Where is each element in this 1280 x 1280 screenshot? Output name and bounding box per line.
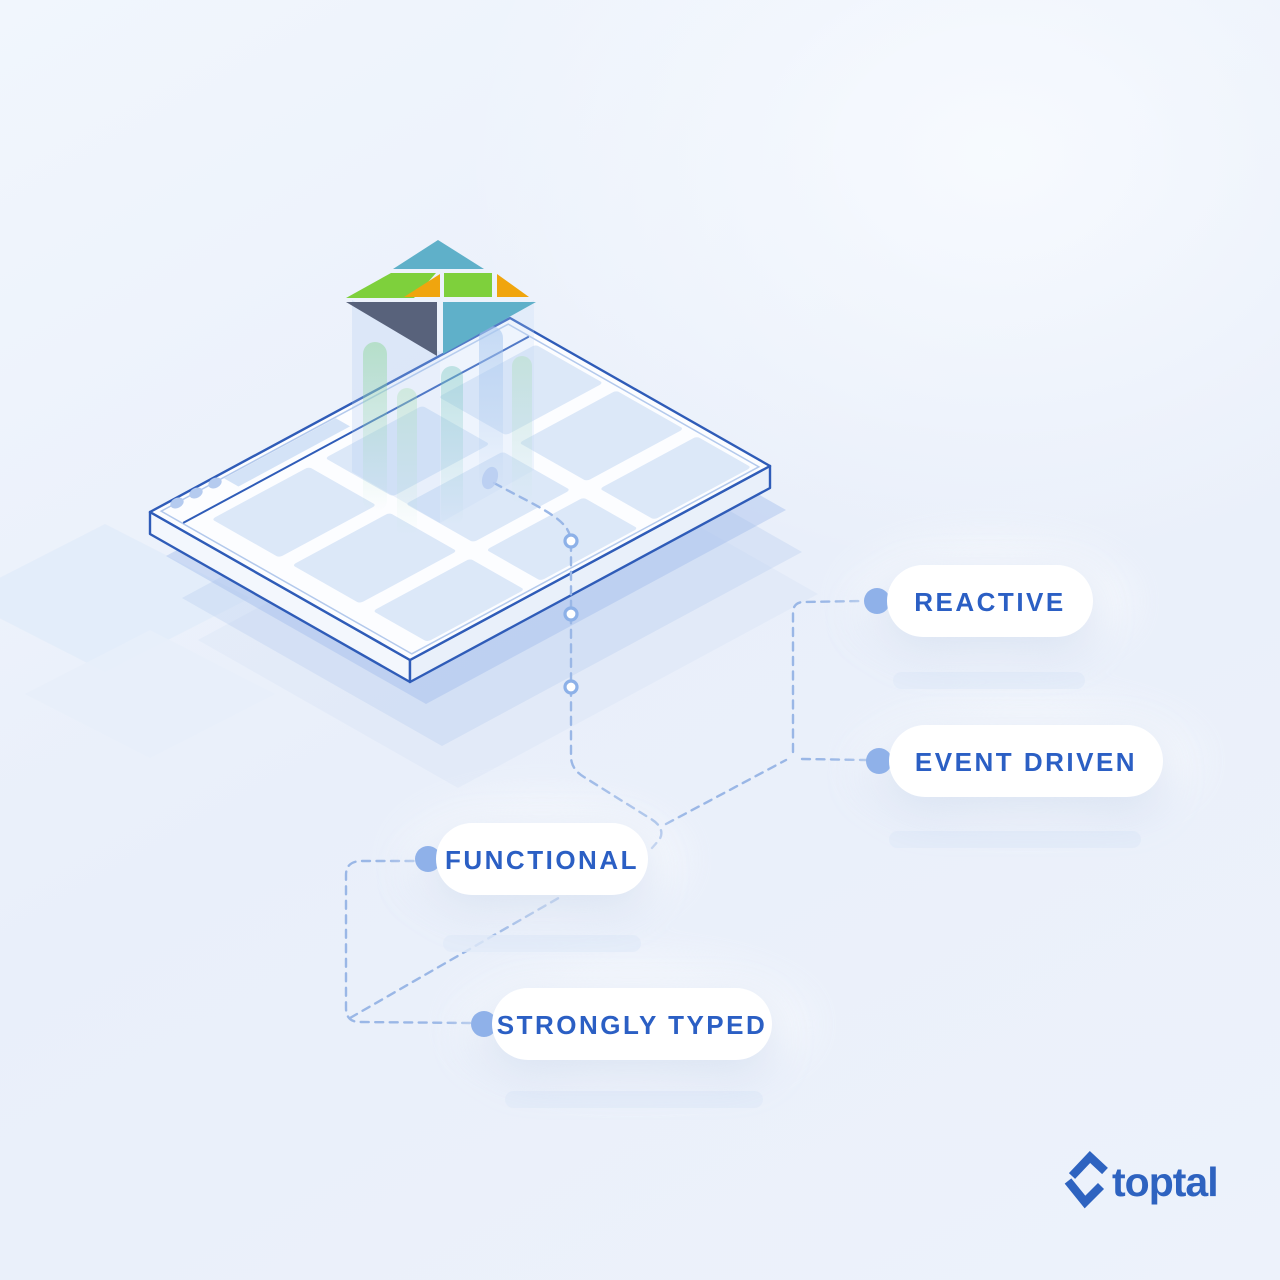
- toptal-logo: toptal: [1064, 1151, 1219, 1209]
- badge-functional: FUNCTIONAL: [415, 823, 648, 895]
- echo-band: [893, 672, 1085, 689]
- badge-label: REACTIVE: [914, 587, 1065, 617]
- grid-tile: [293, 513, 456, 603]
- elm-logo: [346, 240, 536, 356]
- connector-origin-dot: [481, 466, 499, 490]
- echo-bands: [443, 672, 1141, 1108]
- elm-piece-bottom-right-triangle: [443, 302, 536, 354]
- badge-strongly-typed: STRONGLY TYPED: [471, 988, 772, 1060]
- grid-tile: [213, 467, 375, 557]
- badge-event-driven: EVENT DRIVEN: [866, 725, 1163, 797]
- ring-node-icon: [563, 679, 579, 695]
- glow-bar: [363, 342, 387, 512]
- badge-pill: [887, 565, 1093, 637]
- glow-bar: [397, 388, 417, 538]
- screen-bezel-line: [161, 324, 759, 654]
- bg-diamond: [25, 630, 275, 758]
- bg-diamond: [0, 524, 250, 672]
- glow-bar: [512, 356, 532, 506]
- grid-tile: [374, 559, 523, 642]
- grid-tile: [520, 391, 683, 481]
- badge-reactive: REACTIVE: [864, 565, 1093, 637]
- connector-dot: [866, 748, 892, 774]
- echo-band: [443, 935, 641, 952]
- toptal-mark-icon: [1064, 1151, 1108, 1209]
- echo-band: [889, 831, 1141, 848]
- elm-piece-center-square: [444, 273, 492, 297]
- data-columns: [352, 300, 534, 538]
- ring-node-icon: [563, 606, 579, 622]
- connector-dot: [864, 588, 890, 614]
- address-bar: [224, 418, 351, 487]
- window-dot-icon: [170, 497, 184, 509]
- background-diamonds: [0, 524, 275, 758]
- tablet-screen: [161, 324, 759, 654]
- glow-bar: [479, 326, 503, 491]
- ring-node-icon: [563, 533, 579, 549]
- connector-to-reactive: [791, 599, 866, 754]
- elm-piece-small-triangle-left: [404, 274, 440, 297]
- window-dot-icon: [189, 487, 203, 499]
- toptal-chevron-top: [1068, 1151, 1108, 1179]
- badge-label: STRONGLY TYPED: [497, 1010, 768, 1040]
- grid-tile: [487, 498, 637, 580]
- glow-bar: [441, 366, 463, 526]
- connector-dot: [471, 1011, 497, 1037]
- connector-to-strongly-typed: [344, 859, 472, 1025]
- elm-piece-small-triangle-right: [497, 274, 529, 297]
- elm-piece-top-triangle: [393, 240, 484, 269]
- connector-nodes: [563, 533, 579, 695]
- badge-pill: [889, 725, 1163, 797]
- badge-label: EVENT DRIVEN: [915, 747, 1137, 777]
- badge-pill: [436, 823, 648, 895]
- window-dots: [170, 477, 222, 509]
- window-dot-icon: [208, 477, 222, 489]
- toptal-chevron-bottom: [1064, 1178, 1105, 1209]
- toolbar-separator: [183, 337, 529, 523]
- elm-piece-bottom-left-triangle: [346, 302, 437, 356]
- connector-to-event-driven: [800, 757, 868, 762]
- connector-branch-diagonal: [664, 758, 788, 826]
- toptal-wordmark: toptal: [1112, 1159, 1218, 1205]
- badge-pill: [492, 988, 772, 1060]
- badge-label: FUNCTIONAL: [445, 845, 639, 875]
- grid-tile: [601, 437, 750, 519]
- echo-band: [505, 1091, 763, 1108]
- connector-dot: [415, 846, 441, 872]
